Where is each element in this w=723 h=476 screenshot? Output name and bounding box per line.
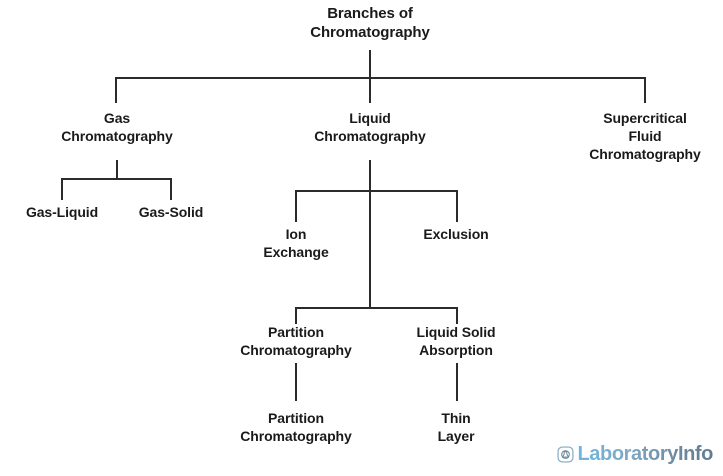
edge-drop-liquid-solid-absorption	[456, 307, 458, 324]
edge-gas-stem	[116, 160, 118, 179]
edge-level2-bus	[116, 77, 646, 79]
edge-drop-gas-liquid	[61, 178, 63, 200]
edge-liquid-bus	[296, 190, 457, 192]
node-gas-liquid: Gas-Liquid	[25, 204, 99, 220]
edge-drop-liquid	[369, 77, 371, 103]
node-ion-exchange: Ion Exchange	[263, 226, 329, 260]
node-liquid-solid-absorption: Liquid Solid Absorption	[416, 324, 496, 358]
edge-drop-supercritical	[644, 77, 646, 103]
node-gas-solid: Gas-Solid	[138, 204, 204, 220]
edge-liquid-grandchild-bus	[296, 307, 457, 309]
edge-liquid-stem	[369, 160, 371, 191]
edge-drop-gas-solid	[170, 178, 172, 200]
edge-drop-thin-layer	[456, 363, 458, 401]
edge-drop-ion-exchange	[295, 190, 297, 222]
node-supercritical-fluid-chromatography: Supercritical Fluid Chromatography	[589, 110, 701, 162]
node-thin-layer: Thin Layer	[437, 410, 475, 444]
laboratoryinfo-watermark: LaboratoryInfo	[557, 443, 713, 466]
node-exclusion: Exclusion	[423, 226, 489, 242]
node-liquid-chromatography: Liquid Chromatography	[314, 110, 426, 144]
edge-drop-exclusion	[456, 190, 458, 222]
node-partition-chromatography: Partition Chromatography	[240, 324, 352, 358]
node-branches-of-chromatography: Branches of Chromatography	[310, 5, 430, 42]
edge-drop-gas	[115, 77, 117, 103]
edge-drop-partition-chromatography	[295, 307, 297, 324]
edge-drop-partition-leaf	[295, 363, 297, 401]
laboratoryinfo-wordmark: LaboratoryInfo	[577, 443, 713, 465]
edge-gas-bus	[62, 178, 172, 180]
edge-root-stem	[369, 50, 371, 78]
edge-liquid-center-spine	[369, 190, 371, 308]
node-partition-chromatography-leaf: Partition Chromatography	[240, 410, 352, 444]
node-gas-chromatography: Gas Chromatography	[61, 110, 173, 144]
laboratoryinfo-logo-icon	[557, 446, 574, 463]
